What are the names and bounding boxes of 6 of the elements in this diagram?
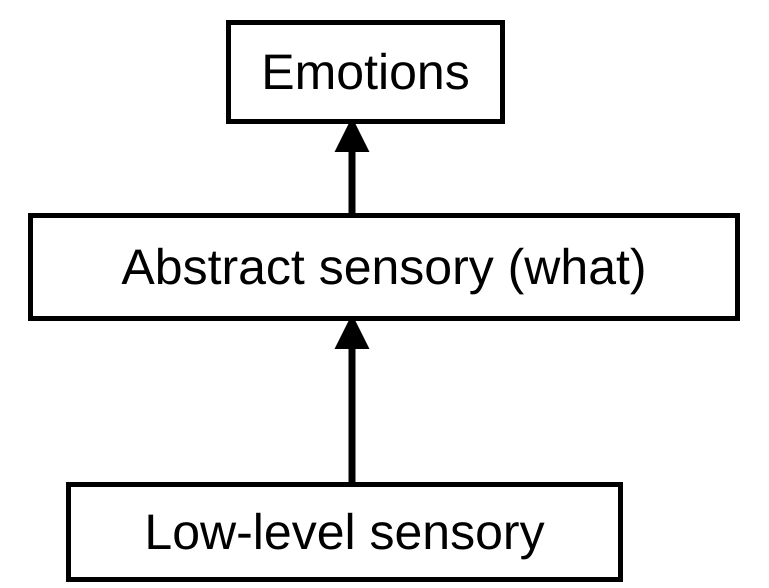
box-label: Emotions xyxy=(261,43,470,101)
box-label: Abstract sensory (what) xyxy=(121,238,647,296)
process-box xyxy=(226,20,505,124)
process-box xyxy=(28,213,740,321)
process-box xyxy=(66,482,623,582)
box-label: Low-level sensory xyxy=(144,503,545,561)
